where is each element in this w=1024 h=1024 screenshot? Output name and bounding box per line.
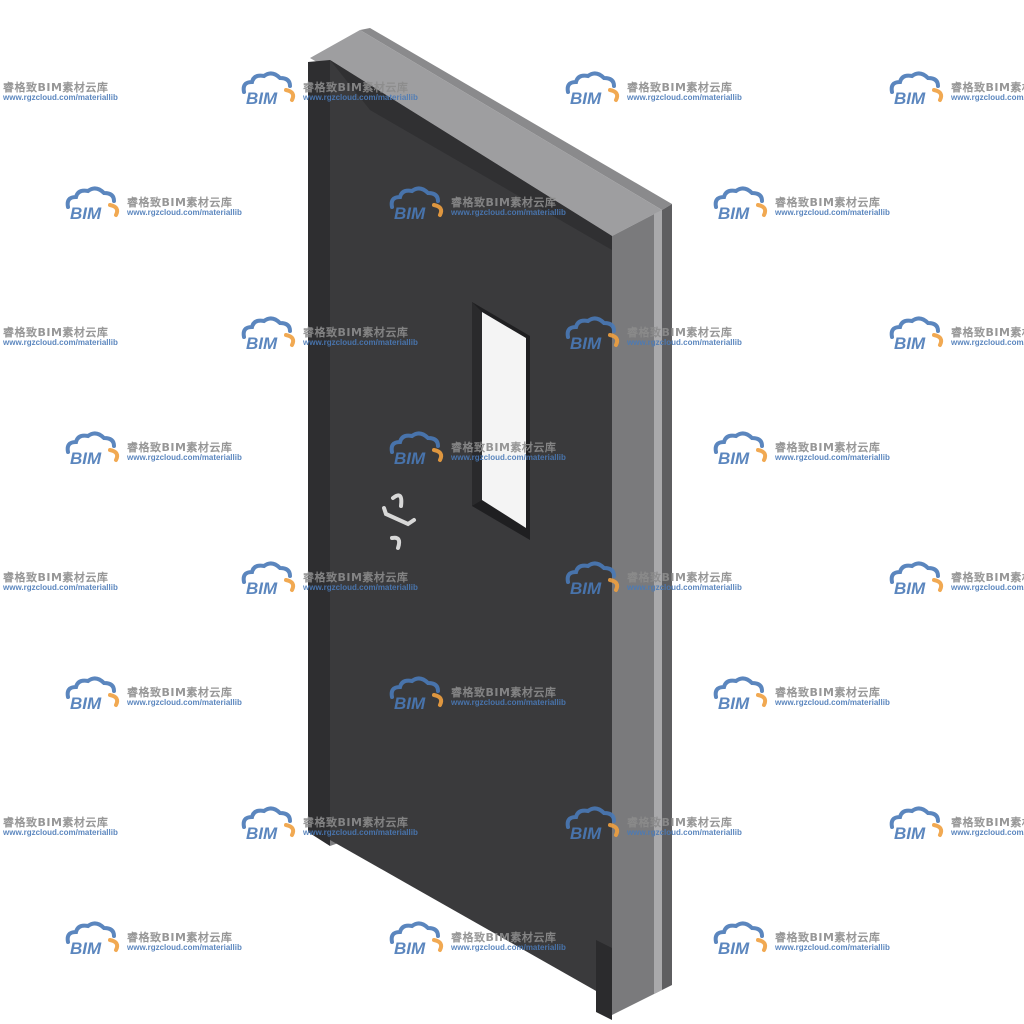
frame-right-jamb [612,210,662,1015]
frame-right-jamb-highlight [654,210,662,994]
frame-top-edge [310,30,662,236]
door-handle [382,493,416,550]
frame-left-jamb [308,60,330,846]
window-glass [482,312,526,528]
door-leaf-top-shade [330,60,612,250]
frame-bottom-foot [596,940,612,1020]
window-inner-shade [472,302,482,506]
frame-right-jamb-edge [662,204,672,990]
frame-top-back [360,28,672,210]
door-leaf [330,60,612,1000]
